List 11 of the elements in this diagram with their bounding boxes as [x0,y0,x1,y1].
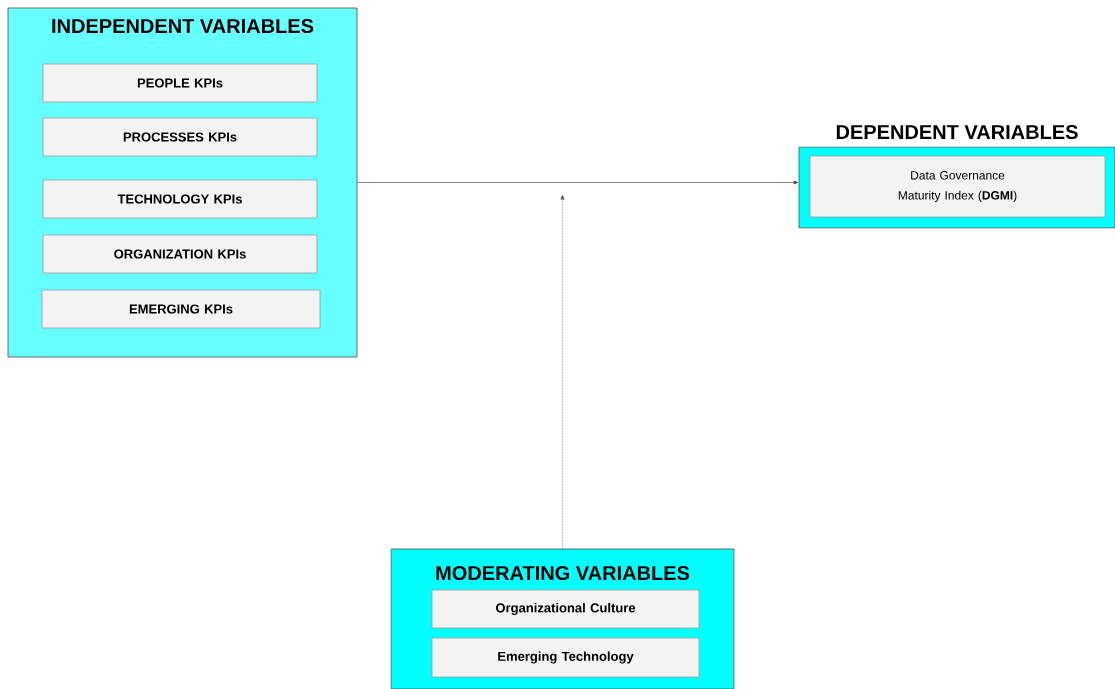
variable-box: PEOPLE KPIs [42,63,318,103]
node-label: DEPENDENT VARIABLES [836,124,1078,140]
variable-box: EMERGING KPIs [41,289,321,329]
arrow [560,195,565,549]
variable-box: Organizational Culture [431,589,700,629]
variable-box: ORGANIZATION KPIs [42,234,318,274]
variable-box: PROCESSES KPIs [42,117,318,157]
arrow [357,180,799,185]
variable-box: TECHNOLOGY KPIs [42,179,318,219]
variable-box: Data Governance Maturity Index (DGMI) [809,155,1106,218]
variable-box: Emerging Technology [431,637,700,678]
